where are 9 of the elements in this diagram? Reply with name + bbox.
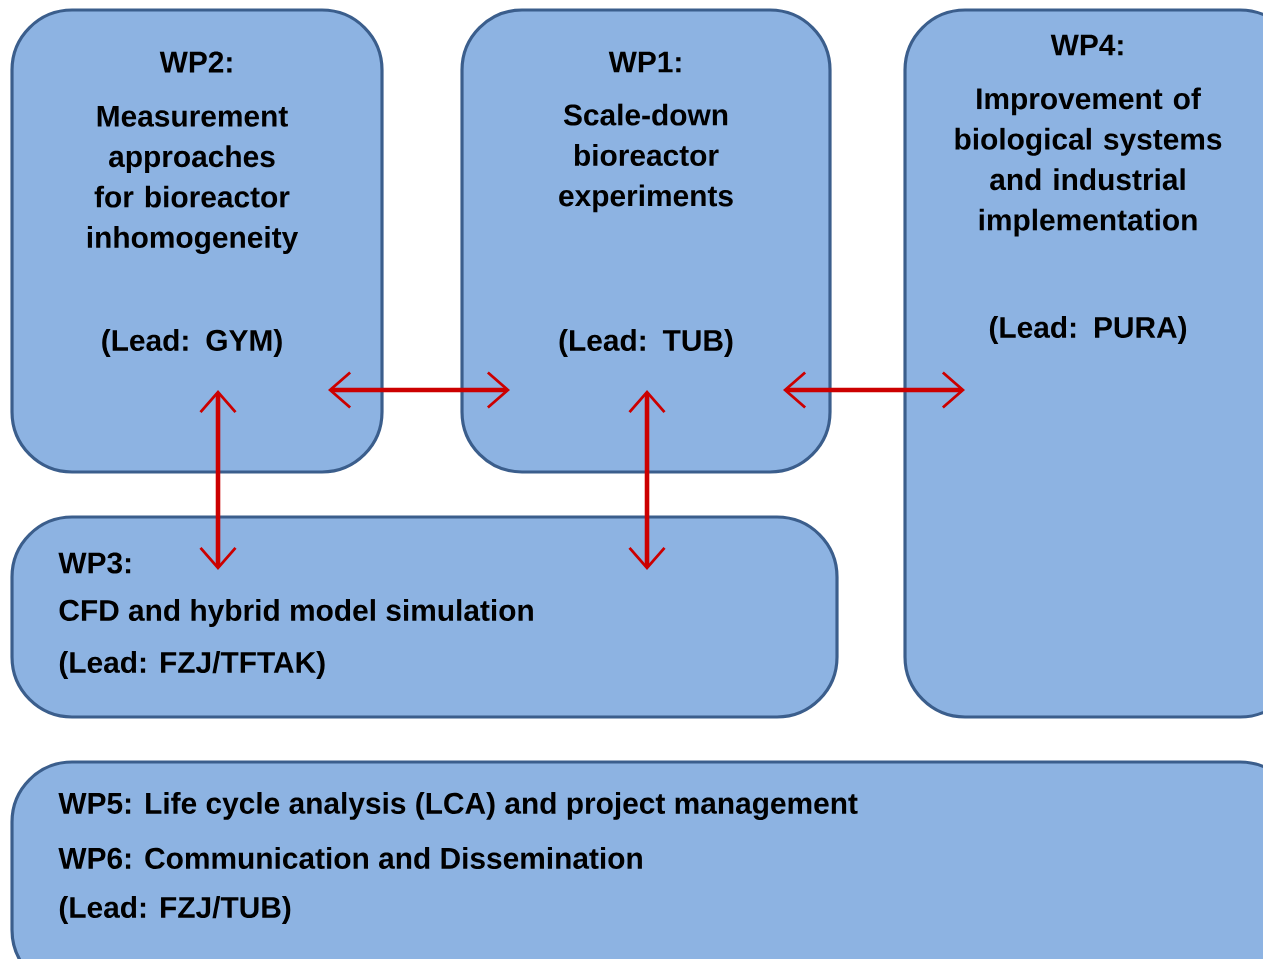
double-arrow <box>199 390 237 570</box>
work-package-box: WP2: Measurement approaches for bioreactor inhomogeneity (Lead: GYM) <box>10 8 384 474</box>
double-arrow <box>328 371 510 409</box>
double-arrow <box>628 390 666 570</box>
work-package-box: WP4: Improvement of biological systems and industrial implementation (Lead: PURA) <box>903 8 1263 719</box>
work-package-box: WP3: CFD and hybrid model simulation (Lead: FZJ/TFTAK) <box>10 515 839 719</box>
work-package-box: WP5: Life cycle analysis (LCA) and project management WP6: Communication and Dissemination (Lead: FZJ/TUB) <box>10 760 1263 959</box>
double-arrow <box>783 371 965 409</box>
work-package-box: WP1: Scale-down bioreactor experiments (Lead: TUB) <box>460 8 832 474</box>
